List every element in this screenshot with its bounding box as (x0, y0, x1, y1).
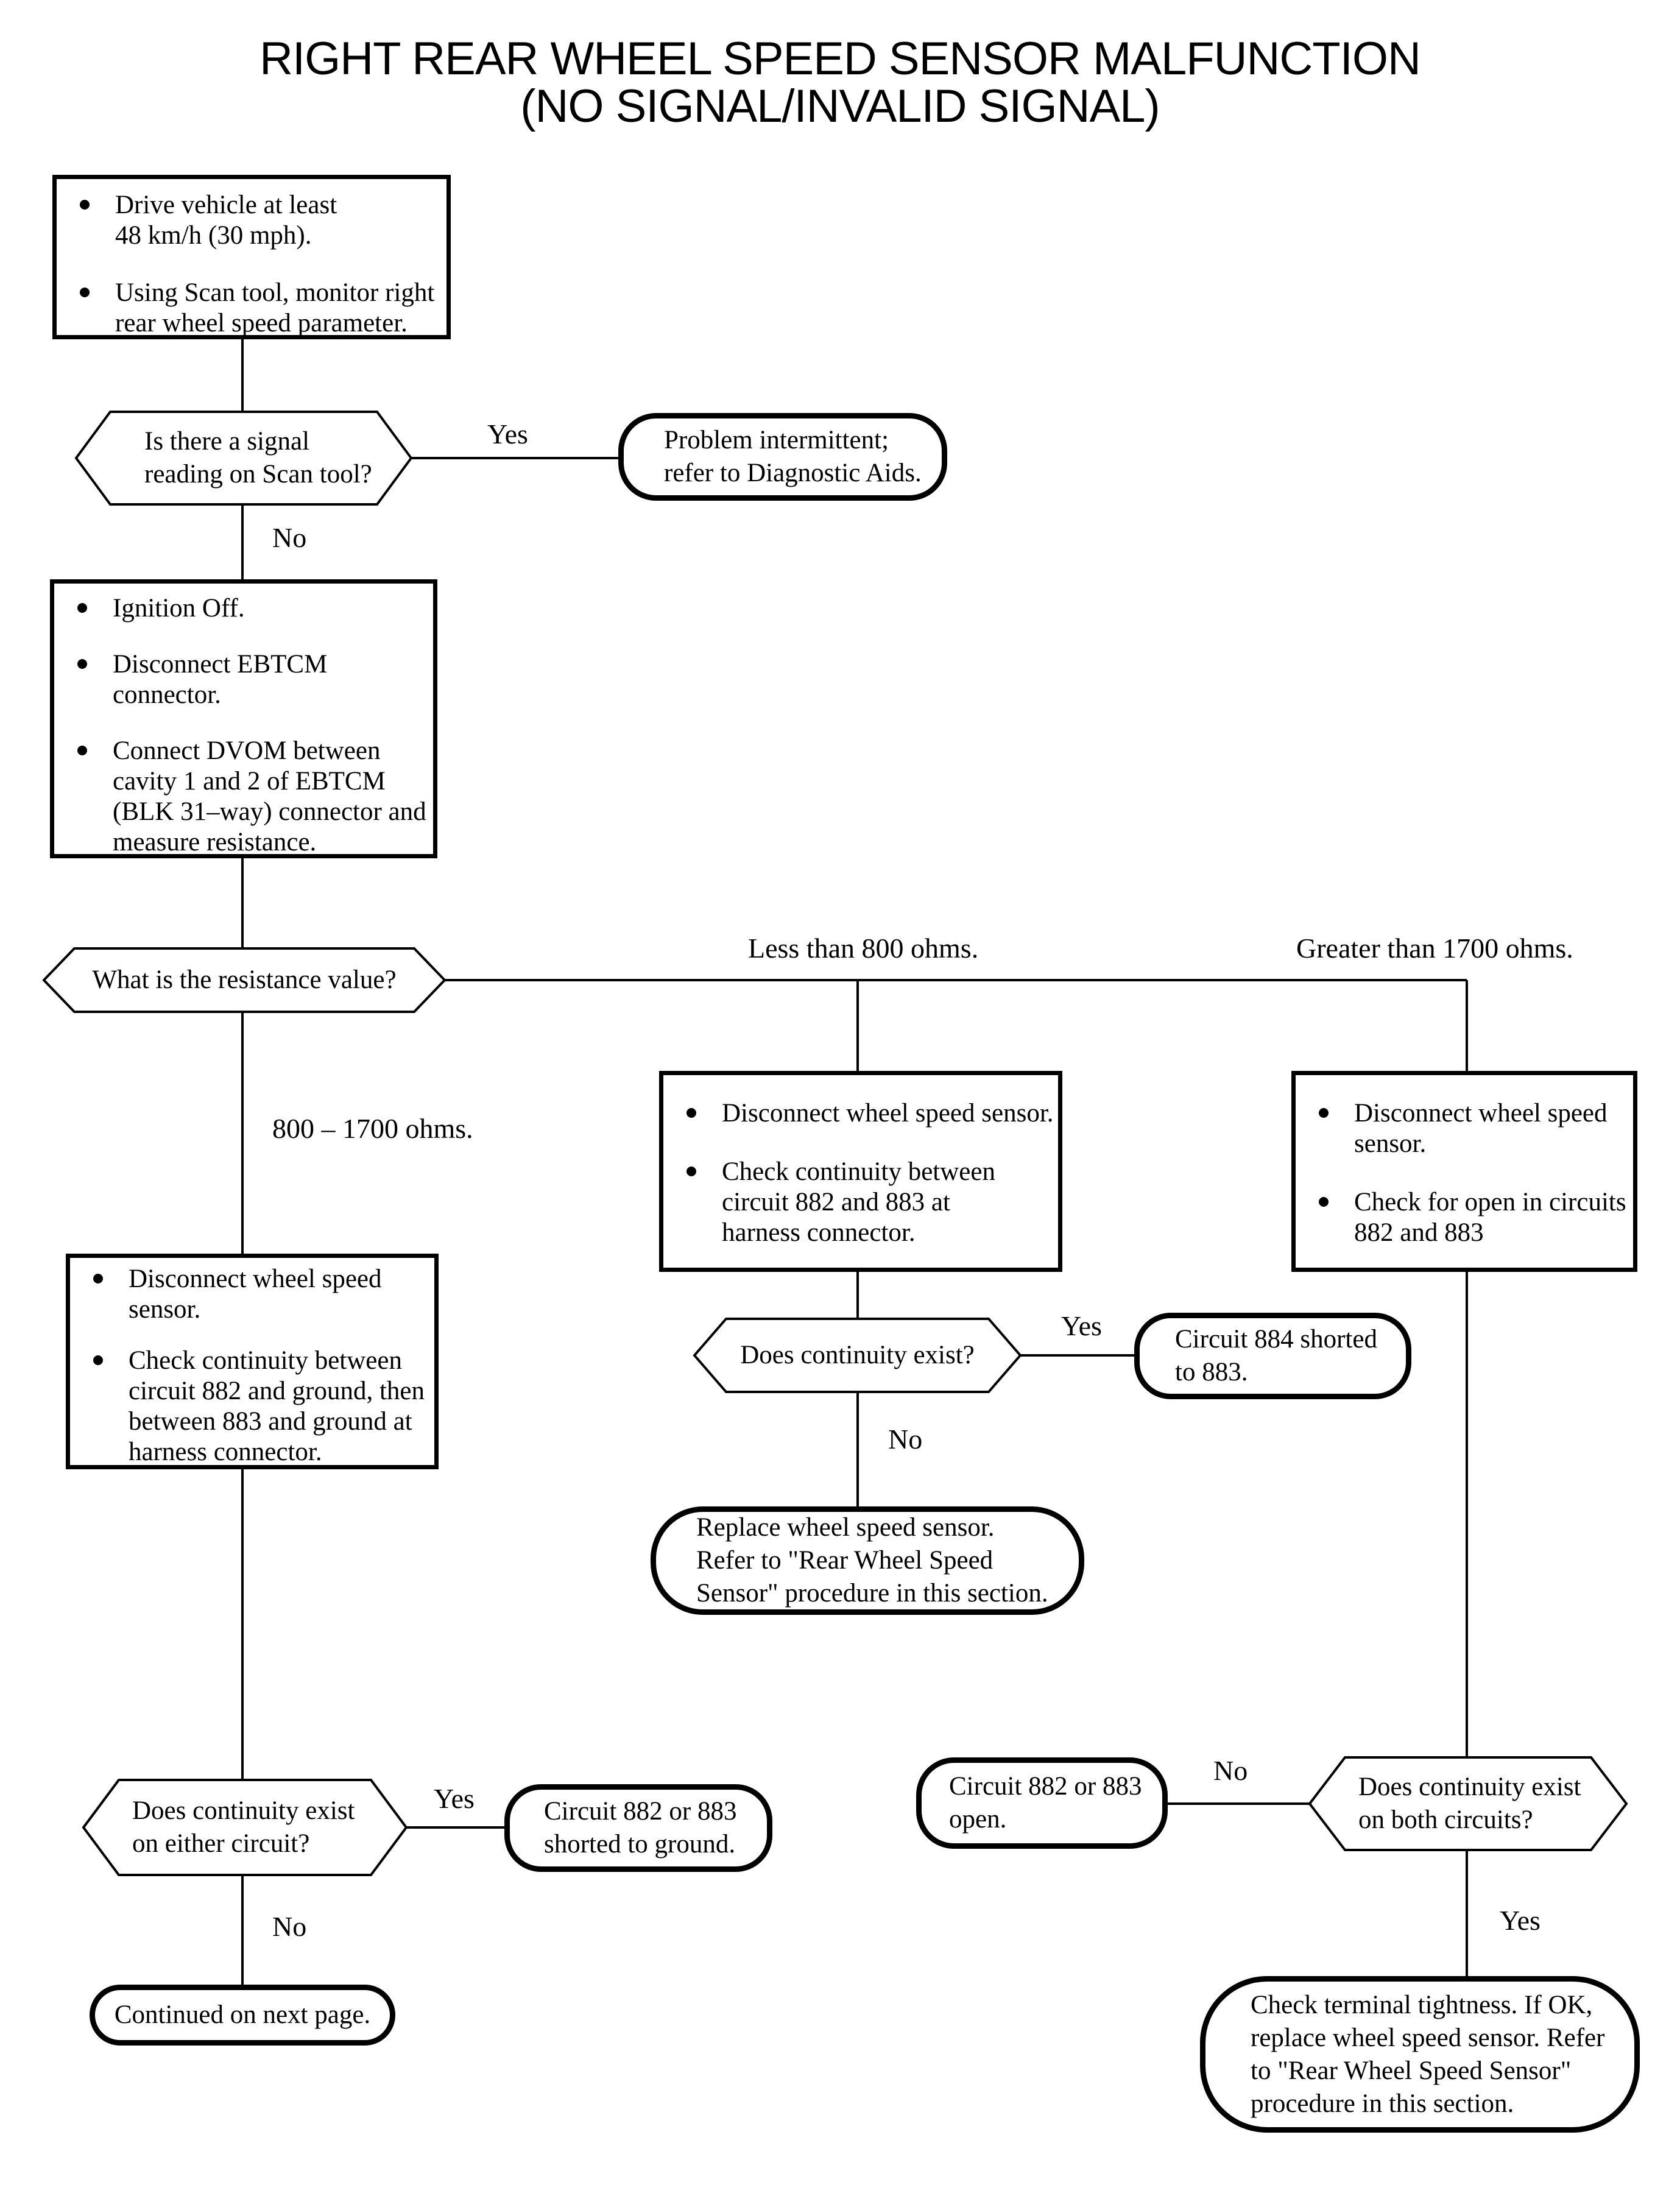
label-800-1700: 800 – 1700 ohms. (272, 1113, 473, 1144)
list-item: Disconnect wheel speed sensor. (663, 1098, 1058, 1129)
list-item: Ignition Off. (54, 593, 433, 624)
label-no-mid: No (888, 1424, 923, 1455)
bullet-icon (686, 1167, 696, 1176)
label-no-signal: No (272, 522, 307, 553)
label-greater-than-1700: Greater than 1700 ohms. (1296, 933, 1573, 964)
decision-hexagon-resistance (42, 947, 446, 1013)
bullet-icon (1319, 1197, 1329, 1207)
label-no-both: No (1213, 1755, 1248, 1786)
bullet-icon (77, 746, 87, 755)
terminal-replace-sensor: Replace wheel speed sensor.Refer to "Rea… (651, 1506, 1084, 1615)
page-title-line-2: (NO SIGNAL/INVALID SIGNAL) (520, 80, 1160, 132)
step-text: Ignition Off. (113, 594, 245, 623)
label-yes-mid: Yes (1061, 1310, 1102, 1341)
label-less-than-800: Less than 800 ohms. (748, 933, 979, 964)
bullet-icon (93, 1274, 103, 1283)
decision-hexagon-mid-continuity (693, 1318, 1022, 1393)
decision-continuity-exist: Does continuity exist? (740, 1341, 975, 1369)
bullet-icon (80, 200, 90, 210)
decision-hexagon-both-continuity (1308, 1756, 1628, 1851)
decision-hexagon-signal (74, 411, 413, 506)
label-yes-both: Yes (1500, 1905, 1541, 1936)
bullet-icon (80, 288, 90, 297)
decision-resistance-value: What is the resistance value? (92, 966, 397, 994)
decision-hexagon-either-continuity (82, 1779, 408, 1876)
step-text: Disconnect wheel speed sensor. (722, 1099, 1054, 1128)
terminal-problem-intermittent: Problem intermittent;refer to Diagnostic… (618, 413, 947, 501)
terminal-check-tightness: Check terminal tightness. If OK,replace … (1200, 1976, 1640, 2133)
bullet-icon (1319, 1108, 1329, 1118)
bullet-icon (686, 1108, 696, 1118)
page-title: RIGHT REAR WHEEL SPEED SENSOR MALFUNCTIO… (0, 35, 1680, 130)
bullet-icon (77, 659, 87, 669)
terminal-continued-next-page: Continued on next page. (90, 1985, 395, 2046)
label-no-either: No (272, 1911, 307, 1942)
bullet-icon (93, 1355, 103, 1365)
page-title-line-1: RIGHT REAR WHEEL SPEED SENSOR MALFUNCTIO… (259, 33, 1421, 85)
step-check-continuity-882-883: Disconnect wheel speed sensor. Check con… (659, 1071, 1062, 1272)
label-yes-signal: Yes (487, 418, 528, 450)
bullet-icon (77, 603, 87, 613)
label-yes-either: Yes (434, 1783, 475, 1814)
